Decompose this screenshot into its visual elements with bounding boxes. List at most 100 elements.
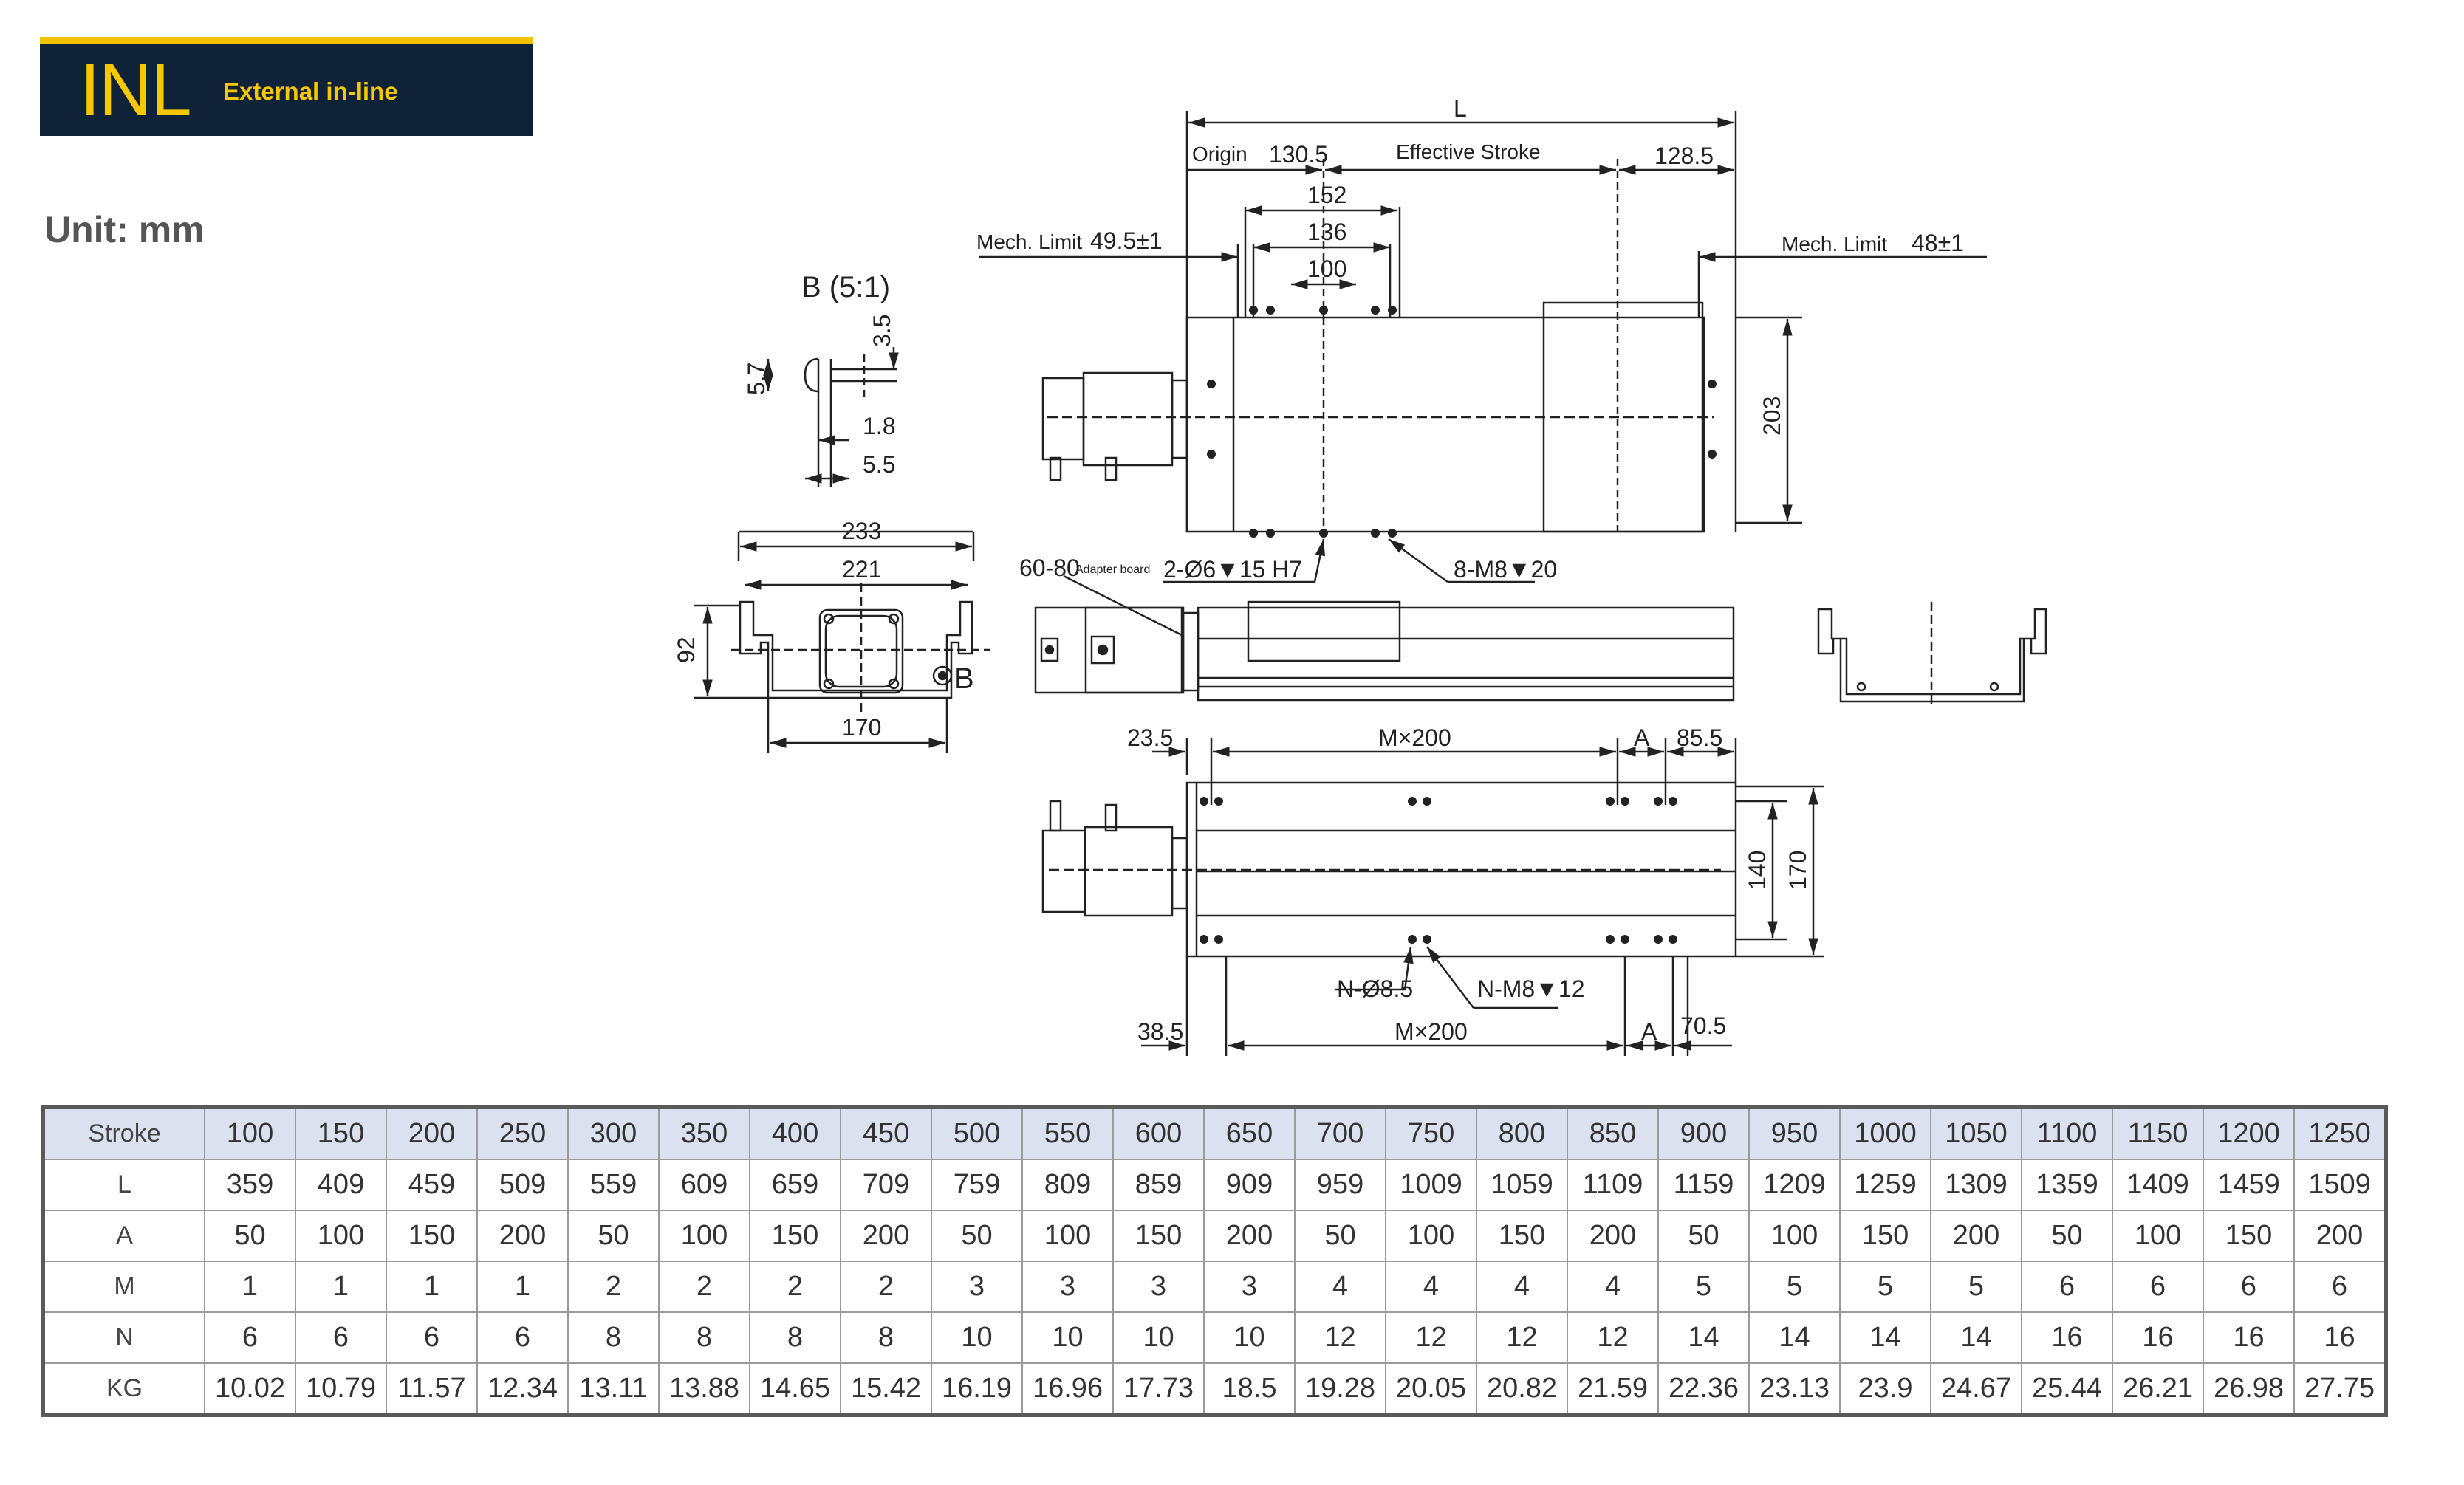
unit-label: Unit: mm (44, 209, 205, 250)
table-cell: 12 (1385, 1311, 1477, 1364)
table-cell: 3 (1203, 1261, 1296, 1313)
table-cell: 3 (931, 1261, 1023, 1313)
table-cell: 16 (2021, 1311, 2113, 1364)
table-cell: 50 (1294, 1210, 1386, 1262)
callout-n-screws: N-M8▼12 (1477, 975, 1584, 1002)
table-cell: 16 (2112, 1311, 2204, 1364)
table-cell: 50 (1657, 1210, 1750, 1262)
table-cell: 809 (1021, 1159, 1114, 1211)
table-cell: 14 (1657, 1311, 1750, 1364)
table-cell: 4 (1567, 1261, 1659, 1313)
callout-n-holes: N-Ø8.5 (1337, 975, 1413, 1002)
model-code: INL (80, 49, 192, 131)
table-cell: 200 (840, 1210, 932, 1262)
table-cell: 1 (476, 1261, 569, 1313)
dimension-drawing: B (5:1) 3.5 5.7 1.8 5.5 233 221 92 170 B… (673, 95, 2047, 1056)
table-cell: 16 (2293, 1311, 2387, 1364)
table-cell: 500 (931, 1106, 1023, 1160)
table-cell: 859 (1112, 1159, 1205, 1211)
dim-detail-5-5: 5.5 (863, 451, 895, 478)
table-cell: 20.82 (1476, 1362, 1568, 1416)
table-cell: 1000 (1839, 1106, 1931, 1160)
table-cell: 150 (1476, 1210, 1568, 1262)
table-cell: 100 (204, 1106, 296, 1160)
table-cell: 3 (1021, 1261, 1114, 1313)
table-cell: 25.44 (2021, 1362, 2113, 1416)
table-cell: 1409 (2112, 1159, 2204, 1211)
end-view-ref-b: B (954, 662, 974, 695)
table-cell: 6 (2112, 1261, 2204, 1313)
table-cell: 1 (295, 1261, 387, 1313)
table-cell: 709 (840, 1159, 932, 1211)
table-cell: 1250 (2293, 1106, 2387, 1160)
table-cell: 609 (658, 1159, 750, 1211)
table-cell: 20.05 (1385, 1362, 1477, 1416)
dim-85-5: 85.5 (1677, 724, 1722, 751)
table-cell: 1209 (1748, 1159, 1841, 1211)
table-cell: 200 (1930, 1210, 2022, 1262)
table-cell: 450 (840, 1106, 932, 1160)
callout-pin-holes: 2-Ø6▼15 H7 (1163, 556, 1302, 583)
table-cell: 359 (204, 1159, 296, 1211)
callout-adapter-size: 60-80 (1019, 555, 1080, 581)
dim-130-5: 130.5 (1269, 141, 1328, 168)
table-cell: 5 (1657, 1261, 1750, 1313)
table-cell: 19.28 (1294, 1362, 1386, 1416)
table-cell: 23.13 (1748, 1362, 1841, 1416)
table-cell: 14 (1930, 1311, 2022, 1364)
table-cell: 18.5 (1203, 1362, 1296, 1416)
table-cell: 100 (1385, 1210, 1477, 1262)
table-cell: 14 (1748, 1311, 1841, 1364)
dim-end-233: 233 (842, 518, 881, 544)
table-cell: 14.65 (749, 1362, 841, 1416)
dim-170: 170 (1784, 851, 1811, 890)
table-cell: 100 (295, 1210, 387, 1262)
table-cell: 16.96 (1021, 1362, 1114, 1416)
table-cell: 10 (1112, 1311, 1205, 1364)
table-cell: 5 (1748, 1261, 1841, 1313)
dim-detail-5-7: 5.7 (743, 363, 770, 395)
table-cell: 1509 (2293, 1159, 2387, 1211)
dim-203: 203 (1759, 397, 1785, 436)
row-label: M (42, 1261, 205, 1313)
dim-mech-limit-right: 48±1 (1912, 230, 1964, 256)
table-cell: 700 (1294, 1106, 1386, 1160)
row-label: A (42, 1210, 205, 1262)
row-label: Stroke (42, 1106, 205, 1160)
table-cell: 150 (1112, 1210, 1205, 1262)
table-cell: 21.59 (1567, 1362, 1659, 1416)
table-cell: 8 (658, 1311, 750, 1364)
table-cell: 300 (567, 1106, 660, 1160)
table-cell: 750 (1385, 1106, 1477, 1160)
table-cell: 959 (1294, 1159, 1386, 1211)
table-cell: 5 (1839, 1261, 1931, 1313)
table-cell: 400 (749, 1106, 841, 1160)
table-cell: 50 (931, 1210, 1023, 1262)
dim-mx200-top: M×200 (1378, 724, 1451, 751)
table-cell: 1159 (1657, 1159, 1750, 1211)
table-cell: 900 (1657, 1106, 1750, 1160)
table-cell: 16.19 (931, 1362, 1023, 1416)
dim-a-bot: A (1641, 1018, 1657, 1045)
dim-mx200-bot: M×200 (1394, 1018, 1468, 1045)
table-cell: 50 (204, 1210, 296, 1262)
table-cell: 200 (1203, 1210, 1296, 1262)
table-cell: 200 (386, 1106, 478, 1160)
table-cell: 4 (1476, 1261, 1568, 1313)
row-label: KG (42, 1362, 205, 1416)
table-cell: 200 (2293, 1210, 2387, 1262)
table-cell: 459 (386, 1159, 478, 1211)
table-cell: 1059 (1476, 1159, 1568, 1211)
table-cell: 50 (2021, 1210, 2113, 1262)
table-cell: 10 (1021, 1311, 1114, 1364)
table-cell: 15.42 (840, 1362, 932, 1416)
table-cell: 26.21 (2112, 1362, 2204, 1416)
dim-136: 136 (1307, 219, 1346, 245)
table-cell: 27.75 (2293, 1362, 2387, 1416)
table-cell: 2 (567, 1261, 660, 1313)
table-cell: 50 (567, 1210, 660, 1262)
table-cell: 8 (567, 1311, 660, 1364)
